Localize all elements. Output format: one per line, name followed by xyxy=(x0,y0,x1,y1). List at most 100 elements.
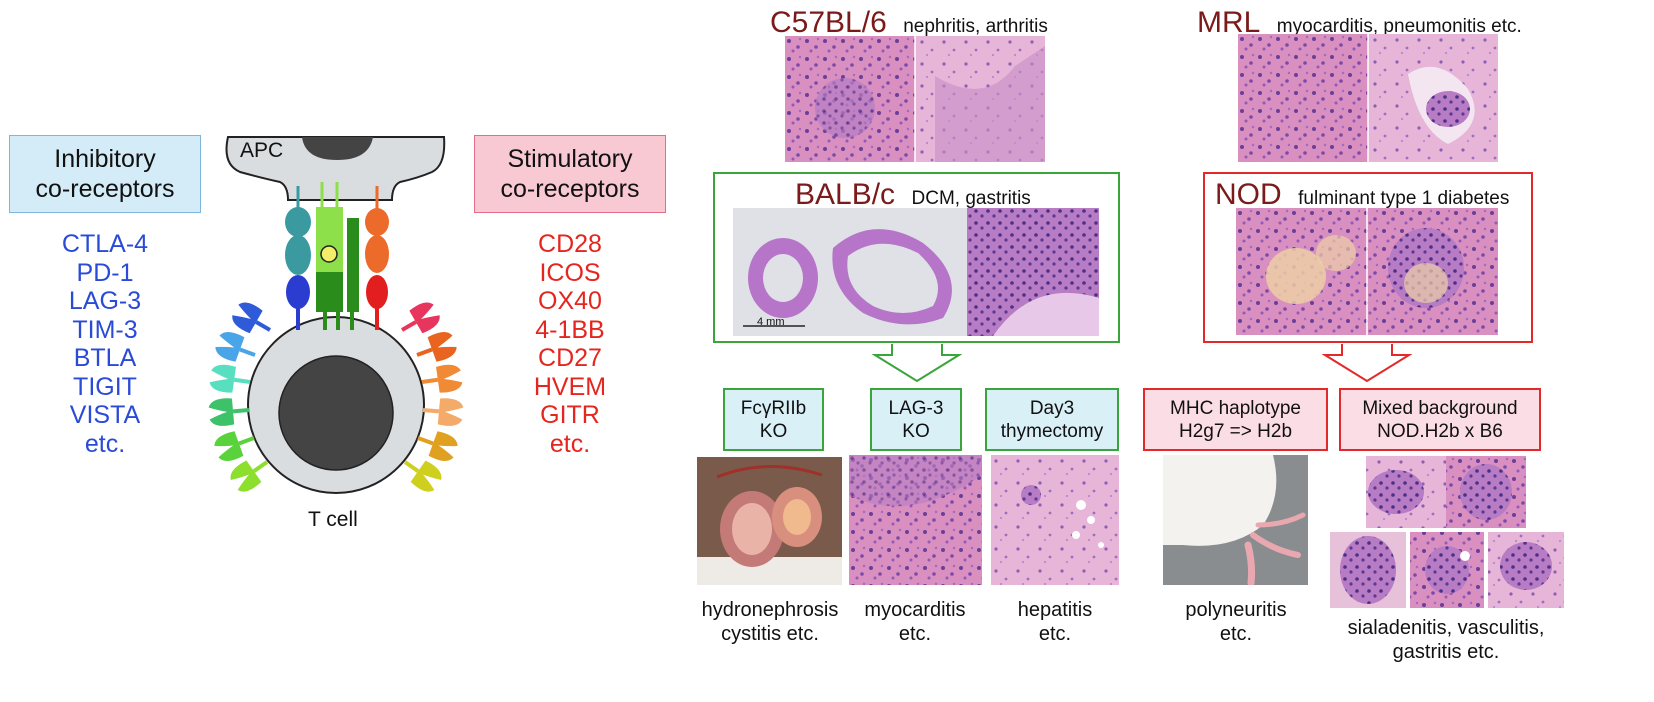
model-thymectomy-line1: Day3 xyxy=(1029,397,1075,419)
receptor-ctla4 xyxy=(232,302,271,334)
receptor-tigit xyxy=(230,460,269,492)
stimulatory-item: GITR xyxy=(540,401,600,429)
inhibitory-title-line2: co-receptors xyxy=(35,175,175,203)
apc-label: APC xyxy=(240,139,284,162)
caption-mhc-line2: etc. xyxy=(1219,623,1253,645)
t-cell-nucleus xyxy=(278,355,394,471)
model-lag3-box: LAG-3 KO xyxy=(870,388,962,451)
strain-balb-diseases: DCM, gastritis xyxy=(911,188,1031,209)
red-down-arrow xyxy=(1322,344,1412,383)
caption-fcgr: hydronephrosis cystitis etc. xyxy=(690,598,850,646)
receptor-pd1 xyxy=(215,332,256,362)
mixed-background-histology-collage xyxy=(1330,456,1564,608)
c57-histology-image xyxy=(785,36,1045,162)
balb-scale-bar-label: 4 mm xyxy=(757,316,785,328)
inhibitory-list: CTLA-4 PD-1 LAG-3 TIM-3 BTLA TIGIT VISTA… xyxy=(20,230,190,458)
stimulatory-item: etc. xyxy=(549,429,591,458)
model-mhc-line1: MHC haplotype xyxy=(1170,397,1301,419)
caption-thymectomy-line2: etc. xyxy=(1038,623,1072,645)
strain-c57-name: C57BL/6 xyxy=(770,6,887,39)
caption-mhc-line1: polyneuritis xyxy=(1185,599,1287,621)
caption-fcgr-line1: hydronephrosis xyxy=(701,599,839,621)
apc-nucleus xyxy=(302,137,373,160)
model-thymectomy-line2: thymectomy xyxy=(1000,420,1104,442)
apc-cell xyxy=(225,136,446,201)
receptor-41bb xyxy=(422,398,464,426)
caption-lag3-line2: etc. xyxy=(898,623,932,645)
inhibitory-receptors xyxy=(208,302,271,492)
strain-nod-header: NOD fulminant type 1 diabetes xyxy=(1215,178,1509,212)
stimulatory-title-box: Stimulatory co-receptors xyxy=(474,135,666,213)
caption-fcgr-line2: cystitis etc. xyxy=(721,623,819,645)
stimulatory-item: HVEM xyxy=(533,372,607,401)
stimulatory-item: ICOS xyxy=(539,258,601,287)
model-fcgr-line1: FcγRIIb xyxy=(740,397,807,419)
strain-mrl-header: MRL myocarditis, pneumonitis etc. xyxy=(1197,6,1522,40)
model-fcgr-box: FcγRIIb KO xyxy=(723,388,824,451)
model-lag3-line2: KO xyxy=(902,420,930,442)
strain-nod-name: NOD xyxy=(1215,178,1282,211)
caption-mhc: polyneuritis etc. xyxy=(1160,598,1312,646)
strain-balb-name: BALB/c xyxy=(795,178,896,211)
caption-mixed-line1: sialadenitis, vasculitis, xyxy=(1347,617,1545,639)
hydronephrosis-photo xyxy=(697,457,842,585)
caption-mixed: sialadenitis, vasculitis, gastritis etc. xyxy=(1335,616,1557,664)
lag3-myocarditis-image xyxy=(849,455,982,585)
stimulatory-item: OX40 xyxy=(538,287,602,315)
inhibitory-title-box: Inhibitory co-receptors xyxy=(9,135,201,213)
inhibitory-title-line1: Inhibitory xyxy=(54,145,156,173)
strain-c57-header: C57BL/6 nephritis, arthritis xyxy=(770,6,1048,40)
nod-histology-image xyxy=(1236,208,1498,335)
model-mhc-box: MHC haplotype H2g7 => H2b xyxy=(1143,388,1328,451)
stimulatory-item: 4-1BB xyxy=(535,315,605,344)
receptor-tim3 xyxy=(208,398,250,426)
b7-cd28-complex xyxy=(365,186,389,330)
green-down-arrow xyxy=(872,344,962,383)
mhc-tcr-complex xyxy=(285,182,359,330)
strain-mrl-diseases: myocarditis, pneumonitis etc. xyxy=(1276,16,1522,37)
inhibitory-item: TIM-3 xyxy=(72,315,138,344)
model-fcgr-line2: KO xyxy=(759,420,788,442)
cell-diagram xyxy=(208,136,464,494)
stimulatory-item: CD27 xyxy=(538,344,602,372)
receptor-cd28 xyxy=(401,302,440,334)
caption-thymectomy: hepatitis etc. xyxy=(985,598,1125,646)
model-thymectomy-box: Day3 thymectomy xyxy=(985,388,1119,451)
receptor-ox40 xyxy=(421,364,463,393)
strain-c57-diseases: nephritis, arthritis xyxy=(903,16,1048,37)
inhibitory-item: TIGIT xyxy=(73,372,137,401)
model-lag3-line1: LAG-3 xyxy=(888,397,944,419)
model-mixed-line2: NOD.H2b x B6 xyxy=(1377,420,1503,442)
strain-nod-diseases: fulminant type 1 diabetes xyxy=(1298,188,1510,209)
polyneuritis-mouse-photo xyxy=(1163,455,1308,585)
balb-histology-image xyxy=(733,208,1099,336)
caption-lag3-line1: myocarditis xyxy=(864,599,966,621)
mrl-histology-image xyxy=(1238,34,1498,162)
receptor-icos xyxy=(416,332,457,362)
inhibitory-item: CTLA-4 xyxy=(61,230,149,258)
model-mixed-line1: Mixed background xyxy=(1362,397,1518,419)
stimulatory-title-line1: Stimulatory xyxy=(507,145,633,173)
caption-mixed-line2: gastritis etc. xyxy=(1392,641,1500,663)
stimulatory-receptors xyxy=(401,302,464,492)
inhibitory-item: etc. xyxy=(84,429,126,458)
model-mhc-line2: H2g7 => H2b xyxy=(1178,420,1293,442)
strain-balb-header: BALB/c DCM, gastritis xyxy=(795,178,1031,212)
receptor-lag3 xyxy=(209,364,251,393)
inhibitory-item: VISTA xyxy=(69,401,141,429)
strain-mrl-name: MRL xyxy=(1197,6,1261,39)
caption-lag3: myocarditis etc. xyxy=(845,598,985,646)
receptor-btla xyxy=(214,431,255,461)
caption-thymectomy-line1: hepatitis xyxy=(1017,599,1093,621)
inhibitory-item: LAG-3 xyxy=(68,287,142,315)
stimulatory-list: CD28 ICOS OX40 4-1BB CD27 HVEM GITR etc. xyxy=(485,230,655,458)
thymectomy-hepatitis-image xyxy=(991,455,1119,585)
t-cell-label: T cell xyxy=(308,508,358,531)
receptor-cd27 xyxy=(417,431,458,461)
stimulatory-title-line2: co-receptors xyxy=(500,175,640,203)
inhibitory-item: BTLA xyxy=(73,344,137,372)
inhibitory-item: PD-1 xyxy=(76,258,134,287)
stimulatory-item: CD28 xyxy=(538,230,602,258)
model-mixed-box: Mixed background NOD.H2b x B6 xyxy=(1339,388,1541,451)
receptor-hvem xyxy=(403,460,442,492)
